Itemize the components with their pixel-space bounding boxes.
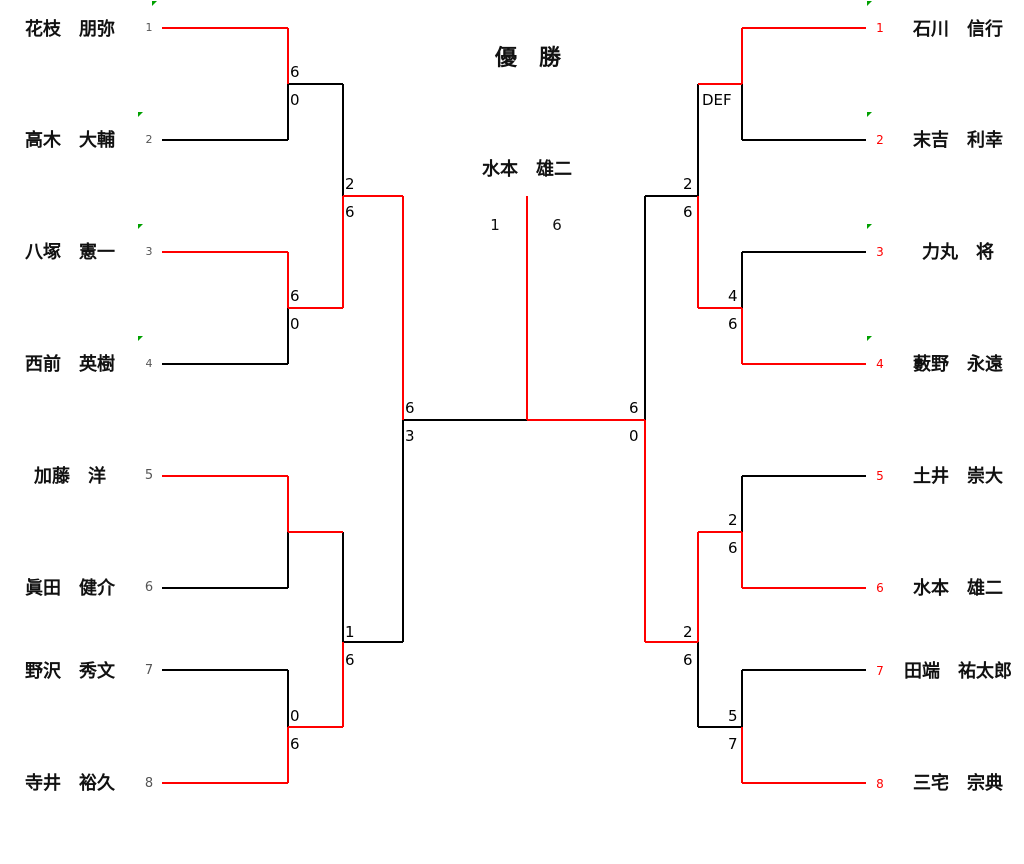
player-name: 八塚 憲一	[25, 242, 115, 263]
player-name: 田端 祐太郎	[904, 661, 1012, 682]
seed-number: 4	[876, 357, 884, 371]
player-name: 土井 崇大	[913, 466, 1003, 487]
corner-marker-icon	[152, 1, 157, 6]
match-score: 4	[728, 287, 738, 305]
corner-marker-icon	[867, 1, 872, 6]
match-score: 5	[728, 707, 738, 725]
player-name: 力丸 将	[922, 242, 994, 263]
match-score: 1	[345, 623, 355, 641]
match-score: DEF	[702, 91, 732, 109]
corner-marker-icon	[138, 224, 143, 229]
match-score: 3	[405, 427, 415, 445]
match-score: 6	[683, 203, 693, 221]
seed-number: 6	[876, 581, 884, 595]
corner-marker-icon	[138, 336, 143, 341]
player-name: 花枝 朋弥	[25, 19, 115, 40]
corner-marker-icon	[138, 112, 143, 117]
player-name: 野沢 秀文	[25, 661, 115, 682]
match-score: 7	[728, 735, 738, 753]
match-score: 6	[290, 63, 300, 81]
player-name: 高木 大輔	[25, 130, 115, 151]
player-name: 寺井 裕久	[25, 773, 115, 794]
match-score: 0	[290, 91, 300, 109]
seed-number: 8	[876, 777, 884, 791]
seed-number: 7	[144, 663, 154, 678]
match-score: 6	[345, 203, 355, 221]
seed-number: 3	[145, 245, 153, 258]
player-name: 加藤 洋	[34, 466, 106, 487]
seed-number: 6	[144, 580, 154, 595]
player-name: 三宅 宗典	[913, 773, 1003, 794]
match-score: 0	[290, 315, 300, 333]
seed-number: 8	[144, 776, 154, 791]
player-name: 石川 信行	[913, 19, 1003, 40]
match-score: 2	[728, 511, 738, 529]
seed-number: 5	[876, 469, 884, 483]
match-score: 6	[345, 651, 355, 669]
match-score: 6	[683, 651, 693, 669]
corner-marker-icon	[867, 112, 872, 117]
player-name: 藪野 永遠	[913, 354, 1003, 375]
match-score: 6	[728, 315, 738, 333]
player-name: 眞田 健介	[25, 578, 115, 599]
seed-number: 4	[145, 357, 153, 370]
seed-number: 7	[876, 664, 884, 678]
player-name: 末吉 利幸	[913, 130, 1003, 151]
seed-number: 5	[144, 468, 154, 483]
player-name: 水本 雄二	[913, 578, 1003, 599]
bracket-title: 優 勝	[494, 46, 561, 71]
seed-number: 2	[145, 133, 153, 146]
seed-number: 1	[876, 21, 884, 35]
corner-marker-icon	[867, 224, 872, 229]
champion-name: 水本 雄二	[482, 159, 572, 180]
match-score: 2	[683, 175, 693, 193]
match-score: 6	[290, 287, 300, 305]
seed-number: 2	[876, 133, 884, 147]
match-score: 2	[345, 175, 355, 193]
corner-marker-icon	[867, 336, 872, 341]
seed-number: 1	[145, 21, 153, 34]
match-score: 6	[728, 539, 738, 557]
match-score: 6	[405, 399, 415, 417]
match-score: 2	[683, 623, 693, 641]
match-score: 6	[629, 399, 639, 417]
match-score: 0	[629, 427, 639, 445]
match-score: 6	[290, 735, 300, 753]
final-left-score: 1	[490, 216, 500, 234]
final-right-score: 6	[552, 216, 562, 234]
player-name: 西前 英樹	[25, 354, 115, 375]
seed-number: 3	[876, 245, 884, 259]
match-score: 0	[290, 707, 300, 725]
